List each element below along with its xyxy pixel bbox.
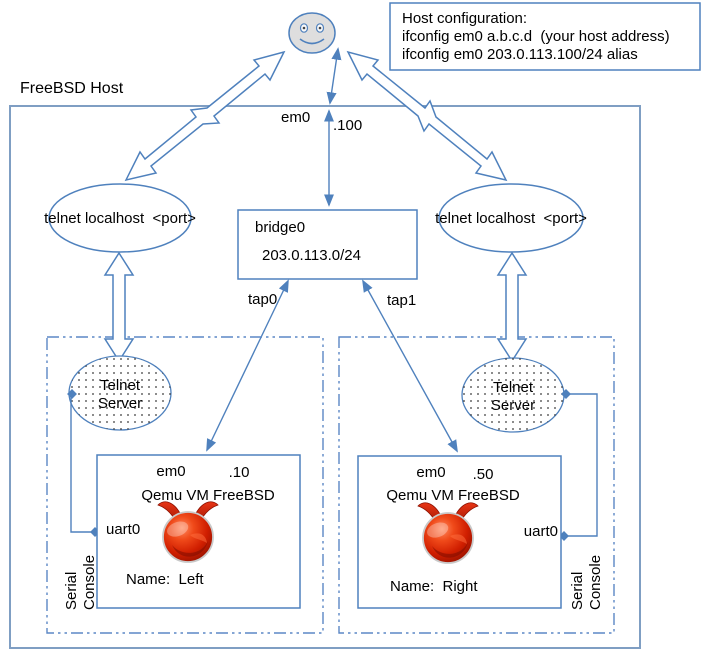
host-config-line3: ifconfig em0 203.0.113.100/24 alias bbox=[402, 46, 638, 63]
bridge0-box: bridge0 203.0.113.0/24 bbox=[237, 209, 418, 280]
freebsd-host-box bbox=[9, 105, 641, 649]
serial-right-line2: Console bbox=[587, 555, 604, 610]
vm-right-em0-label: em0 bbox=[416, 464, 445, 481]
telnet-server-left: Telnet Server bbox=[68, 355, 172, 431]
serial-left-line1: Serial bbox=[63, 572, 80, 610]
vm-right-os-label: Qemu VM FreeBSD bbox=[386, 487, 520, 504]
vm-left-os-label: Qemu VM FreeBSD bbox=[141, 487, 275, 504]
smiley-mouth bbox=[299, 38, 325, 45]
right-telnet-server-arrow bbox=[496, 251, 528, 363]
user-right-telnet-arrow bbox=[346, 50, 508, 182]
tap1-label: tap1 bbox=[387, 292, 416, 309]
vm-left-uart0-label: uart0 bbox=[106, 521, 140, 538]
serial-left-line2: Console bbox=[81, 555, 98, 610]
telnet-client-right: telnet localhost <port> bbox=[435, 183, 587, 253]
telnet-server-right: Telnet Server bbox=[461, 357, 565, 433]
telnet-server-right-line2: Server bbox=[491, 397, 535, 414]
vm-right-ip-label: .50 bbox=[473, 466, 494, 483]
tap0-label: tap0 bbox=[248, 291, 277, 308]
serial-right-line1: Serial bbox=[569, 572, 586, 610]
vm-left-box: em0 .10 Qemu VM FreeBSD uart0 Name: Left bbox=[96, 454, 301, 609]
telnet-server-left-line2: Server bbox=[98, 395, 142, 412]
left-telnet-server-arrow bbox=[103, 251, 135, 363]
serial-console-right-label: Serial Console bbox=[569, 542, 604, 610]
vm-left-name-label: Name: Left bbox=[126, 571, 204, 588]
user-em0-link bbox=[326, 47, 342, 105]
tap1-link bbox=[362, 279, 458, 453]
telnet-server-left-line1: Telnet bbox=[100, 377, 141, 394]
telnet-server-right-line1: Telnet bbox=[493, 379, 534, 396]
vm-left-container bbox=[46, 336, 324, 634]
vm-left-em0-label: em0 bbox=[156, 463, 185, 480]
host-configuration-note: Host configuration: ifconfig em0 a.b.c.d… bbox=[389, 2, 701, 71]
user-smiley-icon bbox=[288, 12, 336, 54]
vm-right-container bbox=[338, 336, 615, 634]
host-configuration-box bbox=[389, 2, 701, 71]
user-left-telnet-arrow bbox=[124, 50, 286, 182]
bridge0-label: bridge0 bbox=[255, 219, 305, 236]
serial-right-ellipse-connector bbox=[561, 389, 571, 399]
telnet-client-right-label: telnet localhost <port> bbox=[435, 210, 587, 227]
host-em0-label: em0 bbox=[281, 109, 310, 126]
serial-link-right bbox=[564, 393, 598, 537]
vm-right-name-label: Name: Right bbox=[390, 578, 478, 595]
tap0-link bbox=[206, 279, 289, 452]
vm-left-ip-label: .10 bbox=[229, 464, 250, 481]
telnet-client-left-label: telnet localhost <port> bbox=[44, 210, 196, 227]
vm-right-box: em0 .50 Qemu VM FreeBSD uart0 Name: Righ… bbox=[357, 455, 562, 609]
freebsd-host-label: FreeBSD Host bbox=[20, 80, 124, 97]
bridge0-subnet-label: 203.0.113.0/24 bbox=[262, 247, 361, 264]
serial-console-left-label: Serial Console bbox=[63, 542, 98, 610]
host-em0-ip-label: .100 bbox=[333, 117, 362, 134]
vm-right-uart0-label: uart0 bbox=[524, 523, 558, 540]
host-config-line2: ifconfig em0 a.b.c.d (your host address) bbox=[402, 28, 670, 45]
telnet-client-left: telnet localhost <port> bbox=[44, 183, 196, 253]
host-config-title: Host configuration: bbox=[402, 10, 527, 27]
